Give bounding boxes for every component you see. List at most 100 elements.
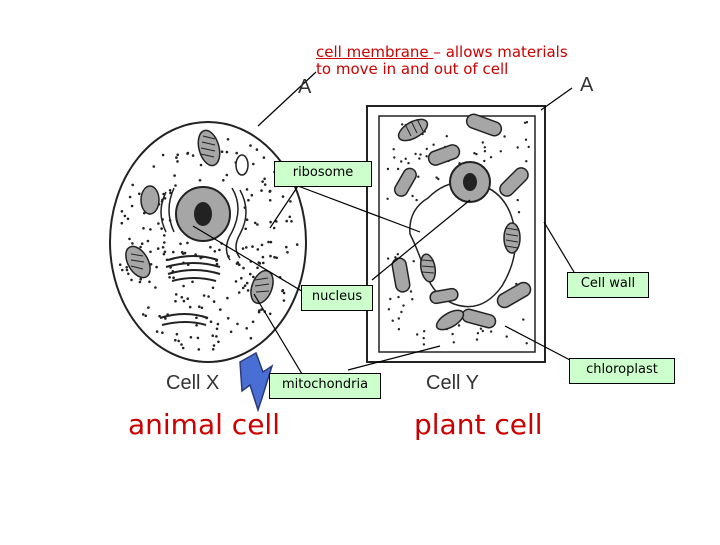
cytoplasm-dot bbox=[523, 121, 527, 125]
cytoplasm-dot bbox=[147, 306, 150, 309]
cytoplasm-dot bbox=[161, 331, 164, 335]
cytoplasm-dot bbox=[387, 308, 391, 311]
cytoplasm-dot bbox=[130, 204, 134, 208]
cytoplasm-dot bbox=[483, 150, 487, 153]
cytoplasm-dot bbox=[238, 263, 241, 267]
cytoplasm-dot bbox=[452, 341, 455, 344]
cytoplasm-dot bbox=[415, 198, 418, 202]
cytoplasm-dot bbox=[146, 239, 150, 243]
cytoplasm-dot bbox=[249, 336, 253, 340]
cytoplasm-dot bbox=[411, 298, 414, 301]
cytoplasm-dot bbox=[163, 234, 166, 237]
cytoplasm-dot bbox=[414, 152, 417, 156]
cytoplasm-dot bbox=[425, 155, 428, 158]
cytoplasm-dot bbox=[451, 332, 454, 336]
cytoplasm-dot bbox=[200, 306, 204, 310]
cytoplasm-dot bbox=[211, 334, 215, 338]
cytoplasm-dot bbox=[409, 290, 413, 293]
cytoplasm-dot bbox=[269, 254, 272, 258]
cytoplasm-dot bbox=[131, 183, 134, 187]
cytoplasm-dot bbox=[503, 135, 506, 138]
cytoplasm-dot bbox=[483, 159, 486, 163]
cytoplasm-dot bbox=[475, 338, 479, 341]
cytoplasm-dot bbox=[249, 272, 252, 276]
cytoplasm-dot bbox=[172, 276, 175, 280]
cytoplasm-dot bbox=[258, 309, 261, 312]
cytoplasm-dot bbox=[268, 189, 272, 193]
cytoplasm-dot bbox=[236, 261, 240, 264]
cytoplasm-dot bbox=[286, 251, 289, 254]
cytoplasm-dot bbox=[138, 192, 141, 196]
cytoplasm-dot bbox=[256, 248, 260, 251]
cytoplasm-dot bbox=[164, 317, 167, 320]
cytoplasm-dot bbox=[182, 252, 185, 255]
cytoplasm-dot bbox=[152, 165, 156, 168]
nucleus-label: nucleus bbox=[301, 285, 373, 311]
cytoplasm-dot bbox=[412, 260, 415, 263]
membrane-term: cell membrane bbox=[316, 43, 434, 61]
cytoplasm-dot bbox=[417, 175, 420, 178]
cytoplasm-dot bbox=[527, 145, 530, 149]
cytoplasm-dot bbox=[215, 262, 219, 266]
cytoplasm-dot bbox=[244, 227, 247, 231]
cytoplasm-dot bbox=[397, 295, 400, 299]
cytoplasm-dot bbox=[218, 248, 221, 252]
cytoplasm-dot bbox=[191, 154, 195, 157]
cytoplasm-dot bbox=[245, 246, 248, 249]
cytoplasm-dot bbox=[407, 161, 410, 165]
cytoplasm-dot bbox=[126, 217, 130, 221]
membrane-description: – allows materials to move in and out of… bbox=[316, 43, 568, 78]
animal-nucleolus bbox=[194, 202, 212, 226]
cytoplasm-dot bbox=[483, 146, 486, 149]
cytoplasm-dot bbox=[489, 330, 493, 333]
cytoplasm-dot bbox=[505, 335, 508, 338]
cytoplasm-dot bbox=[524, 138, 528, 141]
cytoplasm-dot bbox=[125, 266, 128, 269]
cytoplasm-dot bbox=[174, 299, 177, 303]
cytoplasm-dot bbox=[242, 266, 245, 270]
cytoplasm-dot bbox=[237, 291, 241, 294]
cytoplasm-dot bbox=[247, 198, 250, 202]
cytoplasm-dot bbox=[393, 156, 396, 159]
cytoplasm-dot bbox=[517, 211, 521, 214]
cytoplasm-dot bbox=[131, 242, 134, 245]
letter-a-right: A bbox=[580, 74, 594, 96]
cytoplasm-dot bbox=[499, 150, 502, 153]
cytoplasm-dot bbox=[240, 276, 243, 280]
ribosome-label: ribosome bbox=[274, 161, 372, 187]
cytoplasm-dot bbox=[263, 183, 267, 186]
cytoplasm-dot bbox=[269, 220, 272, 224]
cytoplasm-dot bbox=[290, 220, 293, 223]
plant-chloroplasts bbox=[391, 113, 532, 329]
cytoplasm-dot bbox=[199, 163, 203, 167]
cytoplasm-dot bbox=[174, 184, 177, 187]
cytoplasm-dot bbox=[516, 198, 519, 202]
cytoplasm-dot bbox=[172, 250, 175, 254]
cytoplasm-dot bbox=[269, 240, 273, 244]
animal-golgi bbox=[159, 255, 221, 326]
cytoplasm-dot bbox=[282, 291, 286, 295]
cytoplasm-dot bbox=[234, 280, 238, 283]
cytoplasm-dot bbox=[457, 324, 461, 327]
cytoplasm-dot bbox=[386, 167, 390, 171]
cytoplasm-dot bbox=[123, 214, 127, 218]
cytoplasm-dot bbox=[163, 241, 166, 244]
cytoplasm-dot bbox=[176, 153, 179, 157]
cytoplasm-dot bbox=[397, 328, 401, 331]
cytoplasm-dot bbox=[180, 343, 183, 346]
cytoplasm-dot bbox=[219, 308, 222, 311]
cytoplasm-dot bbox=[272, 226, 276, 230]
cytoplasm-dot bbox=[222, 179, 225, 182]
plant-cell bbox=[366, 105, 546, 363]
cytoplasm-dot bbox=[261, 255, 265, 259]
cytoplasm-dot bbox=[236, 322, 239, 326]
cytoplasm-dot bbox=[432, 143, 435, 146]
cytoplasm-dot bbox=[149, 228, 152, 231]
cytoplasm-dot bbox=[396, 253, 399, 256]
cytoplasm-dot bbox=[489, 156, 493, 159]
cytoplasm-dot bbox=[404, 157, 407, 160]
cytoplasm-dot bbox=[235, 151, 238, 155]
cytoplasm-dot bbox=[168, 276, 171, 279]
